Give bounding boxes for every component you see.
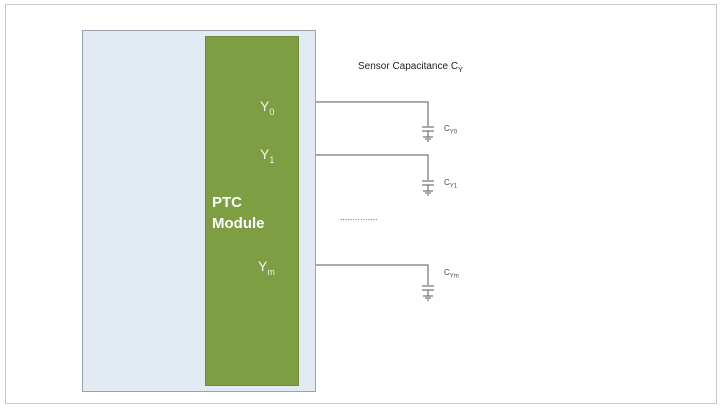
ptc-module-block <box>205 36 299 386</box>
sensor-capacitance-heading: Sensor Capacitance CY <box>358 61 463 74</box>
module-label: PTC Module <box>212 192 265 234</box>
pin-ym-label: Ym <box>258 258 275 277</box>
wire-y1 <box>316 154 429 180</box>
cap-ym-label: CYm <box>444 268 459 280</box>
ellipsis-dots: ............... <box>340 212 378 222</box>
module-label-line1: PTC <box>212 194 242 211</box>
wire-ym <box>316 264 429 285</box>
module-label-line2: Module <box>212 215 265 232</box>
pin-y0-label: Y0 <box>260 98 275 117</box>
pin-y1-label: Y1 <box>260 146 275 165</box>
cap-y1-label: CY1 <box>444 178 458 190</box>
cap-y0-label: CY0 <box>444 124 458 136</box>
wire-y0 <box>316 101 429 126</box>
